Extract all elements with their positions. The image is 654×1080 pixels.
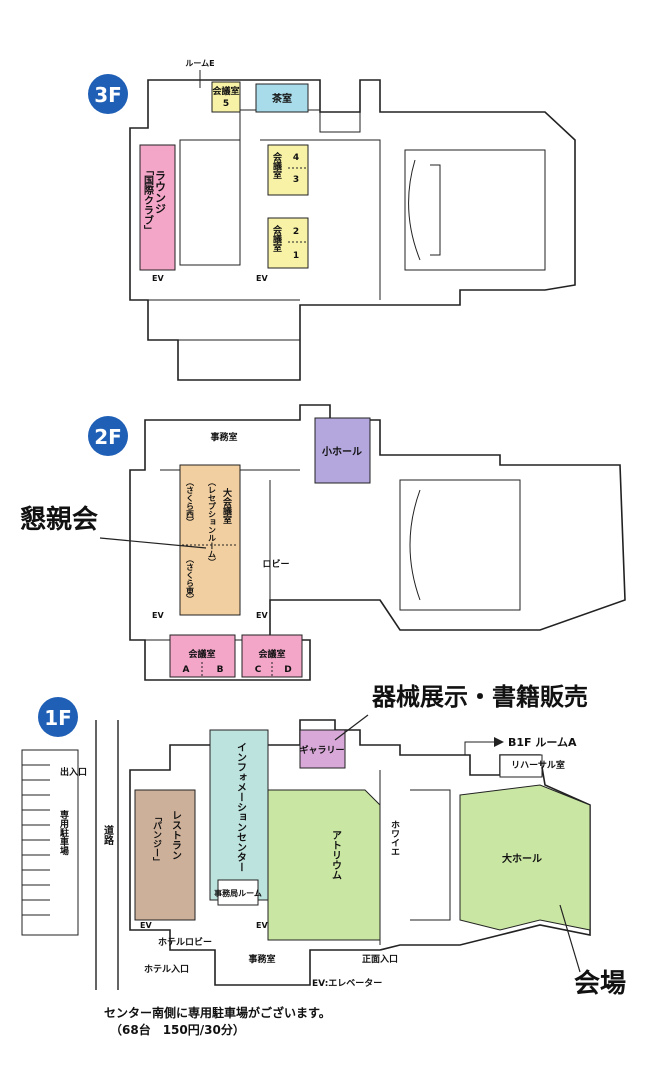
elevator-right-label: EV — [256, 274, 268, 283]
sakura-east-label: （さくら東） — [186, 555, 195, 603]
b1f-arrow-line — [464, 741, 494, 755]
floor-1f: 1F 出入口 専用駐車場 道路 インフォメーションセンター ギャラリー アトリウ… — [21, 683, 626, 999]
svg-text:2F: 2F — [94, 425, 122, 449]
meeting-room-43 — [267, 144, 309, 196]
parking-label: 専用駐車場 — [58, 809, 70, 856]
elevator-legend: EV:エレベーター — [312, 977, 382, 989]
rehearsal-room-label: リハーサル室 — [511, 759, 565, 771]
exhibition-annotation: 器械展示・書籍販売 — [371, 683, 588, 711]
road-label: 道路 — [102, 824, 114, 846]
parking-fee-note: （68台 150円/30分） — [110, 1022, 245, 1037]
secretariat-room-label: 事務局ルーム — [214, 888, 262, 898]
meeting-room-3-number: 3 — [293, 175, 299, 185]
social-event-pointer — [99, 537, 207, 549]
rehearsal-room — [499, 754, 543, 778]
office-1f-label: 事務室 — [248, 953, 275, 965]
information-center — [209, 729, 269, 901]
tea-room-label: 茶室 — [271, 92, 292, 105]
small-hall — [314, 417, 371, 484]
room-e-label: ルームE — [185, 59, 214, 68]
floor-badge-3f: 3F — [88, 74, 128, 114]
meeting-room-4-number: 4 — [293, 153, 299, 163]
venue-annotation: 会場 — [574, 969, 626, 999]
lounge-room — [139, 144, 176, 271]
elevator-2f-right-label: EV — [256, 611, 268, 620]
reception-room-label: （レセプションルーム） — [208, 478, 217, 566]
exhibition-pointer — [334, 714, 369, 741]
hotel-entrance-label: ホテル入口 — [144, 964, 189, 975]
venue-pointer — [559, 904, 581, 973]
meeting-room-5-number: 5 — [223, 99, 229, 109]
main-entrance-label: 正面入口 — [362, 954, 398, 965]
floor-badge-1f: 1F — [38, 697, 78, 737]
hotel-lobby-label: ホテルロビー — [158, 936, 212, 948]
meeting-room-21-label: 会議室 — [271, 224, 282, 252]
meeting-room-21 — [267, 217, 309, 269]
floor-3f-outline — [129, 79, 576, 381]
sakura-west-label: （さくら西） — [186, 478, 195, 526]
social-event-annotation: 懇親会 — [20, 505, 98, 535]
atrium-label: アトリウム — [330, 830, 342, 880]
main-hall-label: 大ホール — [502, 852, 542, 865]
meeting-room-5-label: 会議室 — [212, 85, 239, 97]
main-hall — [459, 784, 591, 931]
room-d-label: D — [284, 665, 291, 675]
room-b-label: B — [217, 665, 224, 675]
restaurant-label: レストラン — [170, 810, 182, 860]
gallery — [299, 729, 346, 769]
large-meeting-room — [179, 464, 241, 616]
room-a-label: A — [183, 665, 190, 675]
parking-lot: 出入口 専用駐車場 — [21, 749, 87, 936]
atrium — [267, 789, 381, 941]
elevator-1f-right-label: EV — [256, 921, 268, 930]
room-c-label: C — [255, 665, 262, 675]
gallery-label: ギャラリー — [299, 744, 344, 756]
meeting-room-2-number: 2 — [293, 227, 299, 237]
secretariat-room — [217, 879, 259, 906]
elevator-1f-left-label: EV — [140, 921, 152, 930]
b1f-room-a-label: B1F ルームA — [508, 736, 577, 749]
meeting-room-43-label: 会議室 — [271, 151, 282, 179]
parking-note: センター南側に専用駐車場がございます。 — [104, 1005, 331, 1020]
meeting-room-ab-label: 会議室 — [188, 648, 215, 660]
meeting-room-5 — [211, 81, 241, 113]
b1f-arrow-head — [494, 737, 504, 747]
large-meeting-room-label: 大会議室 — [221, 487, 232, 524]
elevator-2f-left-label: EV — [152, 611, 164, 620]
meeting-room-1-number: 1 — [293, 251, 299, 261]
parking-entrance-label: 出入口 — [60, 766, 87, 778]
restaurant — [134, 789, 196, 921]
restaurant-sub-label: 「パンジー」 — [151, 812, 162, 866]
office-2f-label: 事務室 — [210, 431, 237, 443]
foyer-label: ホワイエ — [389, 820, 400, 856]
floor-badge-2f: 2F — [88, 416, 128, 456]
meeting-room-cd-label: 会議室 — [258, 648, 285, 660]
information-center-label: インフォメーションセンター — [235, 742, 247, 872]
floor-3f: 3F ラウンジ 「国際クラブ」 会議室 5 ルームE 茶室 会議室 4 3 会議… — [88, 59, 576, 381]
floor-2f: 2F 小ホール 事務室 大会議室 （レセプションルーム） （さくら西） （さくら… — [20, 404, 626, 681]
lobby-2f-label: ロビー — [262, 558, 289, 570]
lounge-label: ラウンジ — [154, 170, 167, 214]
svg-text:1F: 1F — [44, 706, 72, 730]
tea-room — [255, 83, 309, 113]
svg-text:3F: 3F — [94, 83, 122, 107]
lounge-sub-label: 「国際クラブ」 — [142, 165, 154, 235]
small-hall-label: 小ホール — [321, 445, 362, 458]
elevator-left-label: EV — [152, 274, 164, 283]
